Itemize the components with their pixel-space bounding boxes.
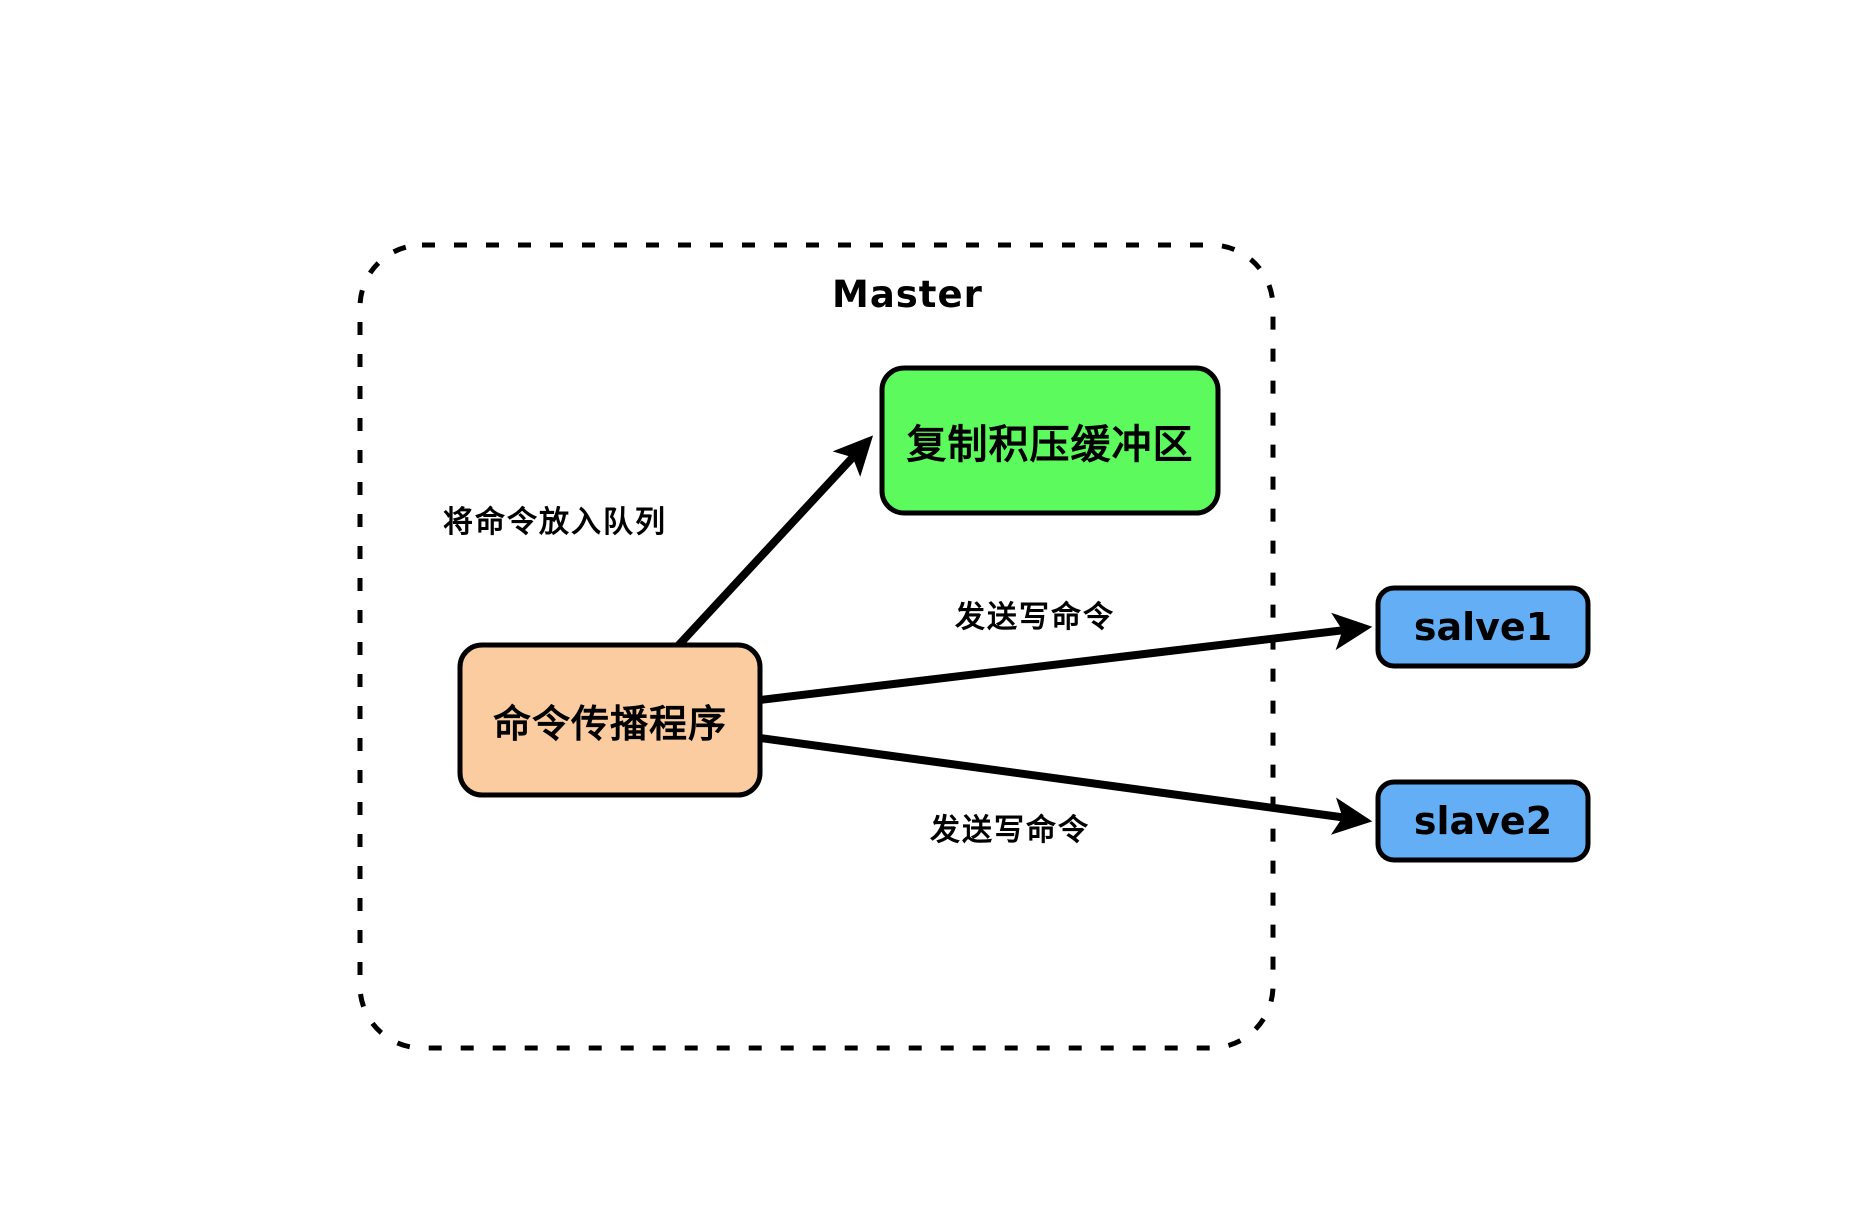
master-group-title: Master <box>832 273 983 316</box>
edge-send-write-command-slave2-label: 发送写命令 <box>930 813 1090 848</box>
edge-enqueue-command-label: 将命令放入队列 <box>443 505 667 540</box>
node-slave-1[interactable] <box>1378 588 1588 666</box>
node-slave-1-shape[interactable] <box>1375 585 1591 669</box>
node-command-propagate-program[interactable] <box>460 645 760 795</box>
node-repl-backlog-buffer[interactable] <box>882 368 1218 513</box>
edge-enqueue-command-line <box>673 435 874 651</box>
node-command-propagate-program-shape[interactable] <box>457 642 763 798</box>
node-slave-2-shape[interactable] <box>1375 779 1591 863</box>
edge-send-write-command-slave1-label: 发送写命令 <box>955 600 1115 635</box>
master-group-boundary <box>357 242 1276 1051</box>
node-slave-2[interactable] <box>1378 782 1588 860</box>
edge-send-write-command-slave2-line <box>759 734 1373 835</box>
edge-send-write-command-slave1-line <box>759 612 1373 704</box>
node-repl-backlog-buffer-shape[interactable] <box>879 365 1221 516</box>
